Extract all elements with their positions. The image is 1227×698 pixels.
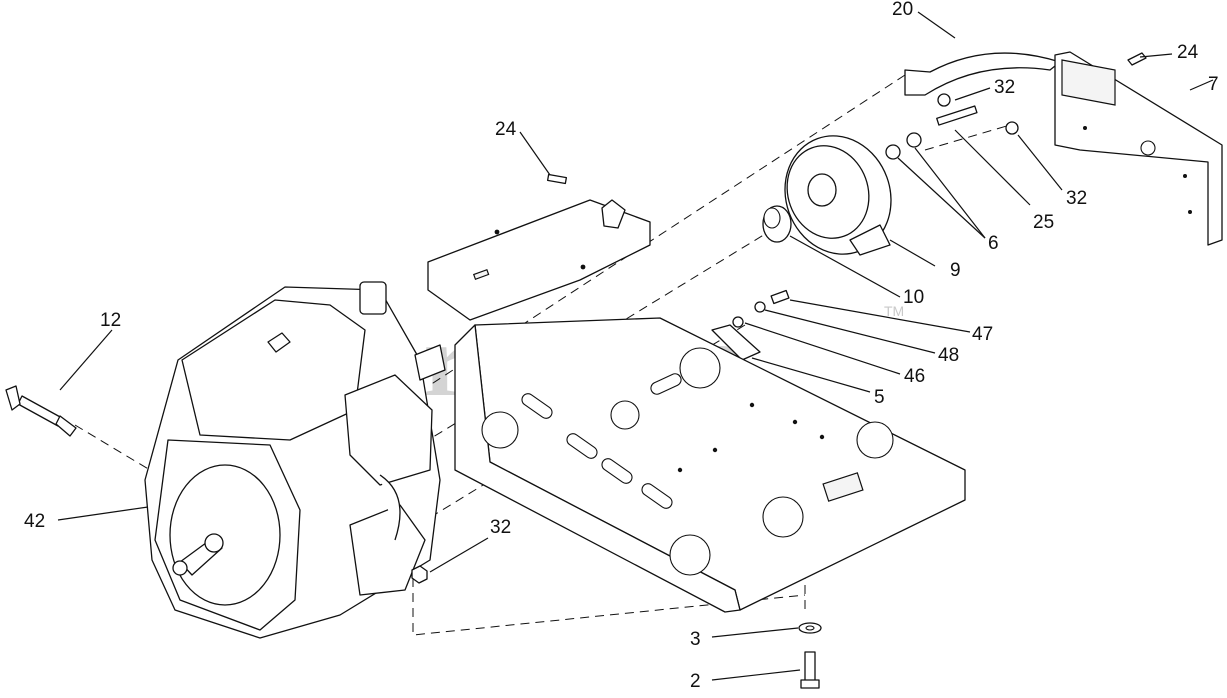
nut-32-lower bbox=[411, 565, 428, 584]
hardware-small-bracket bbox=[711, 289, 790, 361]
callout-20: 20 bbox=[892, 0, 913, 20]
part-42-engine bbox=[144, 281, 446, 639]
callout-leader-lines bbox=[57, 11, 1214, 681]
callout-9: 9 bbox=[950, 260, 961, 281]
callout-25: 25 bbox=[1033, 212, 1054, 233]
callout-12: 12 bbox=[100, 310, 121, 331]
callout-7: 7 bbox=[1208, 74, 1219, 95]
engine-mount-plate bbox=[427, 173, 651, 321]
main-frame-plate bbox=[454, 317, 966, 613]
callout-32-bracket: 32 bbox=[1066, 188, 1087, 209]
callout-2: 2 bbox=[690, 671, 701, 692]
part-20-strap bbox=[904, 52, 1061, 96]
hardware-upper-right bbox=[885, 52, 1147, 160]
callout-47: 47 bbox=[972, 324, 993, 345]
callout-32-lower: 32 bbox=[490, 517, 511, 538]
watermark-trademark: TM bbox=[884, 303, 904, 319]
hardware-bottom bbox=[798, 622, 822, 689]
callout-24-right: 24 bbox=[1177, 42, 1199, 63]
callout-10: 10 bbox=[903, 287, 924, 308]
callout-32-upper: 32 bbox=[994, 77, 1015, 98]
callout-42: 42 bbox=[24, 511, 45, 532]
part-7-side-bracket bbox=[1054, 51, 1223, 246]
part-9-clutch bbox=[784, 135, 892, 256]
callout-48: 48 bbox=[938, 345, 959, 366]
callout-46: 46 bbox=[904, 366, 925, 387]
callout-24-left: 24 bbox=[495, 119, 517, 140]
callout-5: 5 bbox=[874, 387, 885, 408]
part-12-fitting bbox=[5, 385, 77, 437]
callout-6: 6 bbox=[988, 233, 999, 254]
part-10-spacer bbox=[762, 205, 792, 243]
callout-3: 3 bbox=[690, 629, 701, 650]
